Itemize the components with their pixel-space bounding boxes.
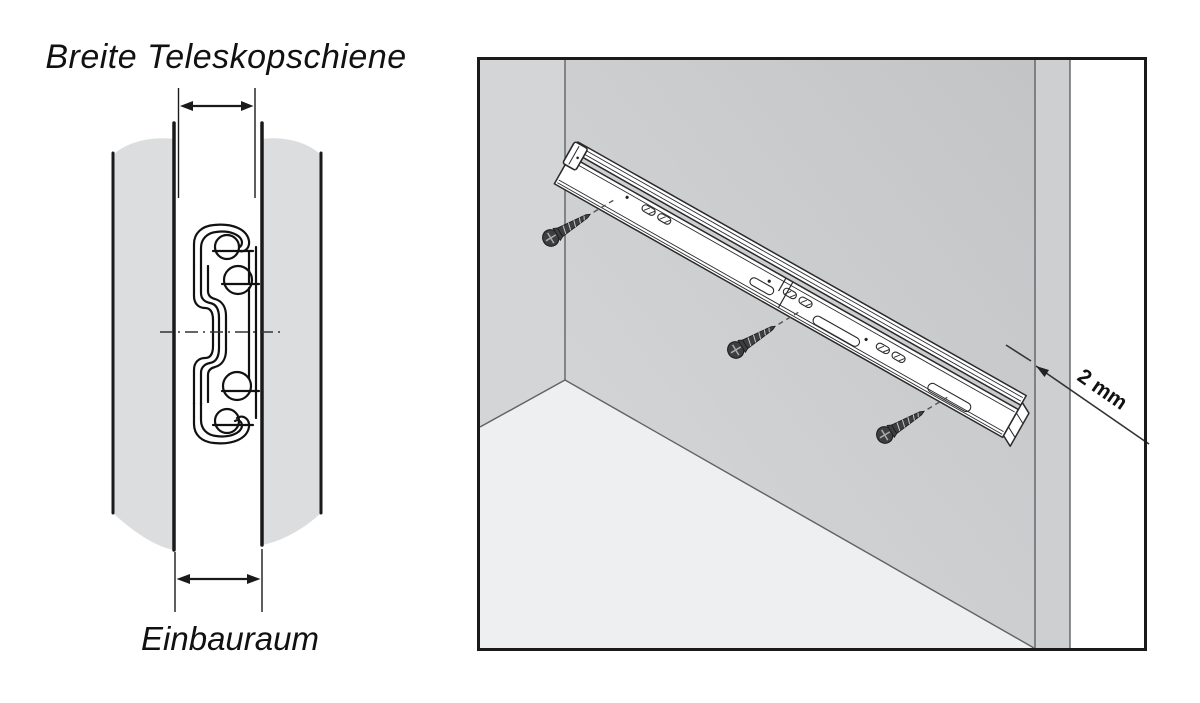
rail-width-label: Breite Teleskopschiene <box>45 38 407 76</box>
screw-3 <box>876 395 951 444</box>
dimension-top <box>177 88 256 198</box>
rail-cross-section <box>192 223 261 445</box>
cabinet-interior <box>479 60 1071 649</box>
cabinet-diagram <box>477 57 1150 651</box>
panel-right <box>260 121 323 547</box>
cross-section-diagram <box>111 88 323 612</box>
gap-dimension-leader <box>1005 344 1150 445</box>
cabinet-frame <box>477 57 1147 651</box>
panel-left <box>111 121 176 552</box>
screw-1 <box>542 198 617 247</box>
cabinet-right-wall <box>1035 60 1070 648</box>
installation-space-label: Einbauraum <box>141 620 319 657</box>
screw-2 <box>727 310 802 359</box>
drawer-slide-rail <box>553 141 1030 448</box>
dimension-bottom <box>174 549 263 612</box>
cabinet-left-wall <box>480 60 565 427</box>
cabinet-floor <box>480 380 1034 648</box>
